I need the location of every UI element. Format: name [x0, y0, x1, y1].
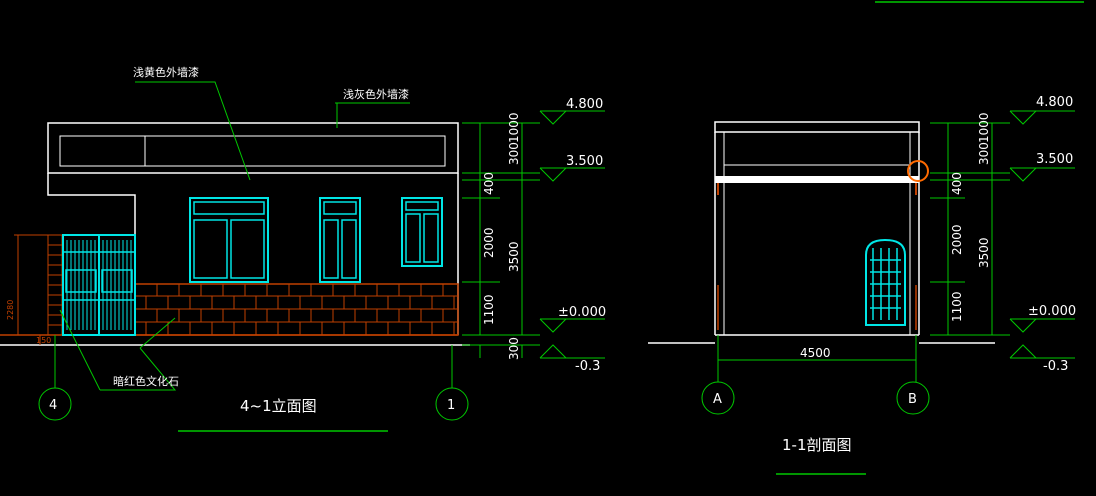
level-0000: ±0.000	[558, 305, 606, 320]
roof-band	[59, 135, 446, 167]
highlight-circle	[907, 160, 929, 182]
roof-parapet	[47, 122, 459, 174]
sec-level-4800: 4.800	[1036, 95, 1073, 110]
axis-label-b: B	[908, 392, 917, 407]
axis-bubble-a	[701, 381, 735, 415]
dim-1100: 1100	[482, 294, 496, 325]
entrance-gate	[62, 234, 136, 336]
axis-bubble-b	[896, 381, 930, 415]
section-view	[648, 1, 1084, 475]
window-small	[401, 197, 443, 267]
level-markers-section	[1009, 110, 1075, 359]
section-title: 1-1剖面图	[782, 436, 852, 454]
section-parapet	[714, 121, 920, 133]
sec-dim-300: 300	[977, 142, 991, 165]
note-stone: 暗红色文化石	[113, 374, 179, 388]
leader-yellow-wall	[135, 81, 251, 181]
sec-level-3500: 3.500	[1036, 152, 1073, 167]
note-yellow-wall: 浅黄色外墙漆	[133, 65, 199, 79]
level-minus-03: -0.3	[575, 359, 600, 374]
axis-label-1: 1	[447, 398, 455, 413]
section-door	[865, 238, 906, 326]
dim-2000: 2000	[482, 227, 496, 258]
note-grey-wall: 浅灰色外墙漆	[343, 87, 409, 101]
sec-dim-1000: 1000	[977, 112, 991, 143]
level-4800: 4.800	[566, 97, 603, 112]
dim-3500: 3500	[507, 241, 521, 272]
window-medium	[319, 197, 361, 283]
sec-dim-3500: 3500	[977, 237, 991, 268]
dim-300-top: 300	[507, 142, 521, 165]
leader-stone	[100, 347, 177, 391]
level-3500: 3.500	[566, 154, 603, 169]
sec-dim-2000: 2000	[950, 224, 964, 255]
span-label: 4500	[800, 346, 831, 360]
stone-cladding	[134, 283, 459, 336]
level-markers-elevation	[539, 110, 605, 359]
elevation-dimension-chain	[462, 122, 540, 358]
sec-dim-1100: 1100	[950, 291, 964, 322]
window-large	[189, 197, 269, 283]
section-dimension-chain	[930, 122, 1010, 336]
leader-grey-wall	[335, 102, 410, 128]
axis-bubble-4	[38, 387, 72, 421]
dim-400: 400	[482, 172, 496, 195]
sec-dim-400: 400	[950, 172, 964, 195]
axis-label-a: A	[713, 392, 722, 407]
elevation-view	[0, 81, 605, 432]
small-dim-label: 150	[36, 336, 51, 345]
sec-level-0000: ±0.000	[1028, 304, 1076, 319]
dim-1000: 1000	[507, 112, 521, 143]
elevation-title: 4~1立面图	[240, 397, 317, 415]
axis-label-4: 4	[49, 398, 57, 413]
dim-300-bottom: 300	[507, 337, 521, 360]
axis-bubble-1	[435, 387, 469, 421]
side-dim-label: 2280	[6, 300, 15, 320]
roof-slab	[715, 176, 919, 183]
sec-level-minus-03: -0.3	[1043, 359, 1068, 374]
